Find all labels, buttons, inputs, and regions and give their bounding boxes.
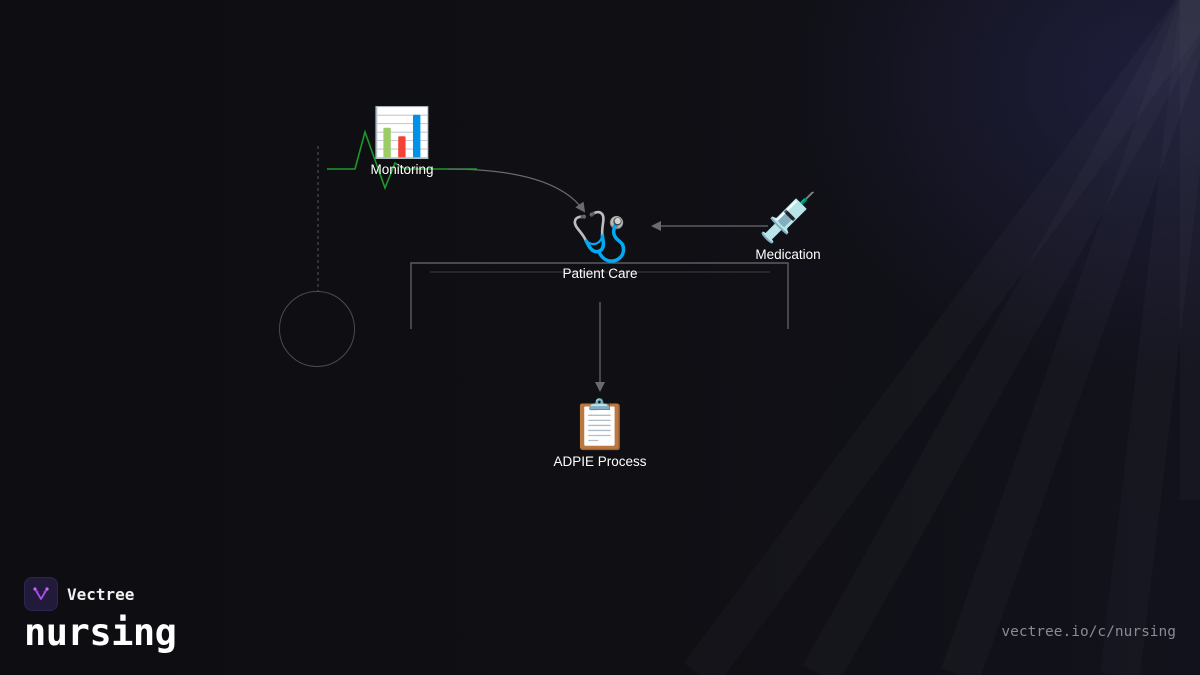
bar-chart-icon: 📊 xyxy=(372,105,432,161)
node-label: Monitoring xyxy=(370,162,434,177)
node-medication[interactable]: 💉 Medication xyxy=(755,191,820,262)
outline-circle xyxy=(279,291,355,367)
edge-monitoring-to-patient-care xyxy=(447,168,586,213)
channel-title: nursing xyxy=(24,611,177,654)
node-patient-care[interactable]: 🩺 Patient Care xyxy=(562,210,637,281)
node-adpie-process[interactable]: 📋 ADPIE Process xyxy=(553,398,646,469)
syringe-icon: 💉 xyxy=(758,190,818,246)
channel-url[interactable]: vectree.io/c/nursing xyxy=(1001,624,1176,640)
brand-name: Vectree xyxy=(67,584,135,604)
clipboard-icon: 📋 xyxy=(570,397,630,453)
brand[interactable]: Vectree xyxy=(24,577,134,611)
node-monitoring[interactable]: 📊 Monitoring xyxy=(370,106,433,177)
node-label: Patient Care xyxy=(562,266,638,281)
vectree-logo-icon xyxy=(24,577,58,611)
ecg-trace xyxy=(327,129,477,191)
node-label: ADPIE Process xyxy=(553,454,647,469)
bracket-frame xyxy=(410,262,789,329)
stethoscope-icon: 🩺 xyxy=(570,209,630,265)
node-label: Medication xyxy=(755,247,821,262)
